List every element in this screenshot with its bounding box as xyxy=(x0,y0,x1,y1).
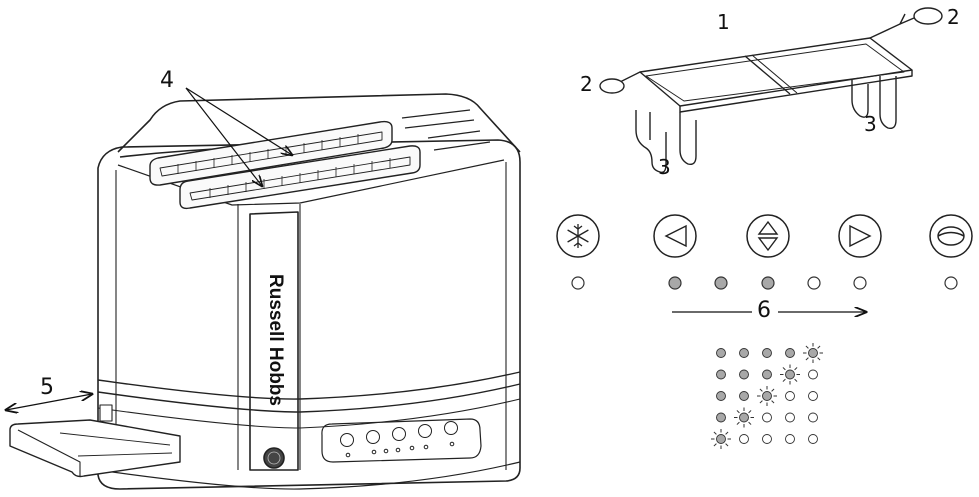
rack-leg-left xyxy=(635,110,697,174)
level-light xyxy=(739,369,749,380)
rack-handle-right xyxy=(913,7,943,25)
toaster-buttons xyxy=(340,421,458,458)
left-triangle-icon xyxy=(664,224,687,248)
indicator-light xyxy=(761,276,775,290)
indicator-light xyxy=(944,276,958,290)
increase-button xyxy=(838,214,882,258)
level-light xyxy=(716,391,726,401)
level-light xyxy=(808,434,818,444)
lift-look-icon xyxy=(937,226,965,246)
level-light xyxy=(785,434,795,444)
level-light xyxy=(785,412,795,423)
rack-handle-left xyxy=(599,78,625,94)
up-down-triangles-icon xyxy=(757,220,779,252)
level-light xyxy=(808,412,818,423)
callout-rack-handle-left: 2 xyxy=(580,72,593,96)
flashing-light-icon xyxy=(757,386,777,406)
indicator-row xyxy=(571,276,958,290)
level-light xyxy=(716,348,726,358)
level-light xyxy=(762,348,772,358)
level-light xyxy=(762,369,772,380)
callout-browning-levels: 6 xyxy=(757,298,771,323)
toaster-top xyxy=(117,93,521,153)
callout-crumb-tray: 5 xyxy=(40,375,54,400)
level-light xyxy=(762,434,772,444)
callout-rack: 1 xyxy=(717,10,730,34)
level-light xyxy=(716,369,726,380)
flashing-light-icon xyxy=(803,343,823,363)
crumb-tray xyxy=(9,404,181,478)
callout-rack-handle-right: 2 xyxy=(947,5,960,29)
flashing-light-icon xyxy=(734,407,754,428)
slot-leaders xyxy=(185,87,292,186)
indicator-light xyxy=(853,276,867,290)
toaster-body xyxy=(97,139,521,490)
level-light xyxy=(739,434,749,444)
level-matrix xyxy=(711,343,823,449)
flashing-light-icon xyxy=(711,429,731,449)
control-buttons xyxy=(556,214,973,258)
right-triangle-icon xyxy=(849,224,872,248)
defrost-toggle-button xyxy=(746,214,790,258)
brand-name: Russell Hobbs xyxy=(265,274,286,406)
snowflake-button xyxy=(556,214,600,258)
level-light xyxy=(739,348,749,358)
indicator-light xyxy=(807,276,821,290)
decrease-button xyxy=(653,214,697,258)
indicator-light xyxy=(668,276,682,290)
bread-slot-back xyxy=(149,120,393,186)
callout-slots: 4 xyxy=(160,68,174,93)
bread-slot-front xyxy=(179,145,421,210)
crumb-tray-arrow xyxy=(6,394,92,410)
level-light xyxy=(808,369,818,380)
level-light xyxy=(716,412,726,423)
flashing-light-icon xyxy=(780,364,800,385)
indicator-light xyxy=(714,276,728,290)
indicator-light xyxy=(571,276,585,290)
lift-look-button xyxy=(929,214,973,258)
level-light xyxy=(739,391,749,401)
callout-rack-leg-right: 3 xyxy=(864,112,877,136)
toaster-drawing xyxy=(9,93,521,490)
callout-rack-leg-left: 3 xyxy=(658,155,671,179)
level-light xyxy=(808,391,818,401)
logo-badge xyxy=(263,447,285,469)
level-light xyxy=(785,348,795,358)
rack-leg-right xyxy=(851,76,897,130)
brand-strip xyxy=(249,211,299,471)
level-light xyxy=(785,391,795,401)
level-light xyxy=(762,412,772,423)
toaster-control-panel xyxy=(321,418,482,463)
snowflake-icon xyxy=(567,224,589,248)
warming-rack xyxy=(599,7,943,174)
